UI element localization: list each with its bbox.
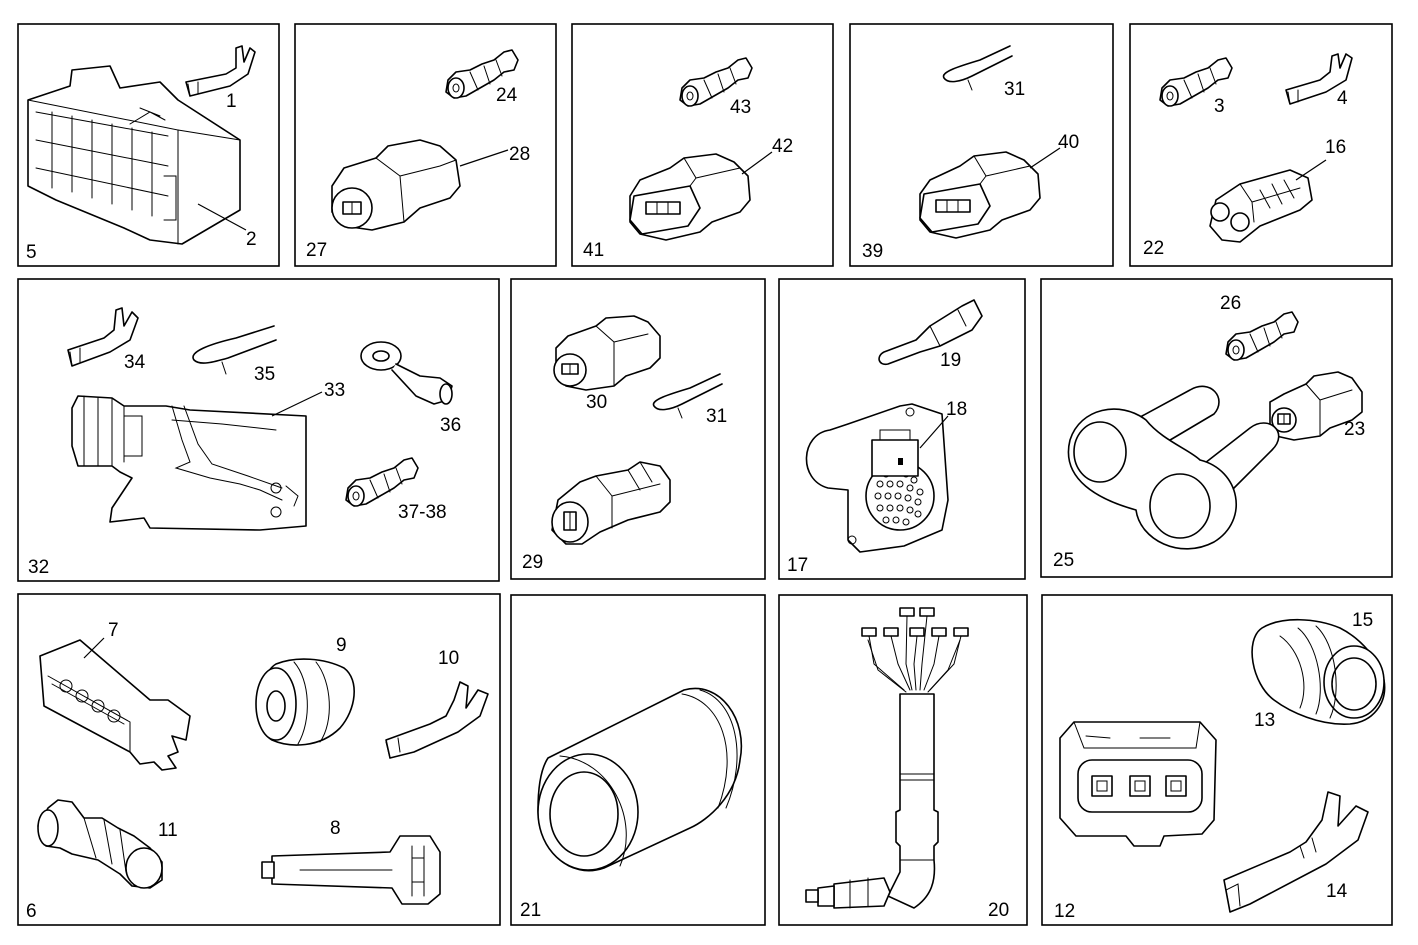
connector-42 (629, 153, 751, 241)
label-15: 15 (1352, 610, 1373, 631)
label-23: 23 (1344, 419, 1365, 440)
label-7: 7 (108, 620, 119, 641)
label-36: 36 (440, 415, 461, 436)
panel-label-27: 27 (306, 240, 327, 261)
panel-29: 30 31 29 (510, 278, 766, 580)
label-37-38: 37-38 (398, 502, 447, 523)
panel-27: 24 28 27 (294, 23, 557, 267)
panel-label-6: 6 (26, 901, 37, 922)
terminal-4 (1285, 53, 1353, 105)
label-9: 9 (336, 635, 347, 656)
housing-33 (71, 395, 307, 531)
label-31b: 31 (706, 406, 727, 427)
seal-15 (1251, 618, 1386, 725)
panel-25: 26 23 25 (1040, 278, 1393, 578)
panel-label-21: 21 (520, 900, 541, 921)
panel-label-29: 29 (522, 552, 543, 573)
panel-label-5: 5 (26, 242, 37, 263)
connector-13 (1059, 721, 1217, 847)
label-10: 10 (438, 648, 459, 669)
panel-39: 31 40 39 (849, 23, 1114, 267)
boot-21 (537, 687, 743, 872)
panel-17: 19 18 17 (778, 278, 1026, 580)
panel-22: 3 4 16 22 (1129, 23, 1393, 267)
boot-25 (1067, 385, 1280, 550)
label-18: 18 (946, 399, 967, 420)
label-13: 13 (1254, 710, 1275, 731)
label-11: 11 (158, 820, 178, 841)
label-34: 34 (124, 352, 146, 373)
label-42: 42 (772, 136, 793, 157)
pin-19 (878, 299, 983, 366)
label-30: 30 (586, 392, 607, 413)
label-24: 24 (496, 85, 518, 106)
panel-label-39: 39 (862, 241, 883, 262)
seal-3 (1159, 57, 1233, 107)
panel-20: 20 (778, 594, 1028, 926)
label-40: 40 (1058, 132, 1079, 153)
connector-28 (331, 139, 461, 231)
label-8: 8 (330, 818, 341, 839)
label-14: 14 (1326, 881, 1348, 902)
panel-32: 34 35 33 36 37-38 32 (17, 278, 500, 582)
label-19: 19 (940, 350, 961, 371)
seal-26 (1225, 311, 1299, 361)
panel-6: 7 9 10 11 8 6 (17, 593, 501, 926)
seal-24 (445, 49, 519, 99)
panel-label-22: 22 (1143, 238, 1164, 259)
ring-terminal-36 (360, 341, 453, 405)
terminal-1 (185, 45, 256, 97)
connector-40 (919, 151, 1041, 239)
socket-pin-holes (874, 468, 924, 526)
terminal-34 (67, 307, 139, 367)
connector-16 (1209, 169, 1313, 243)
housing-7 (39, 639, 191, 771)
panel-21: 21 (510, 594, 766, 926)
terminal-10 (385, 681, 489, 759)
label-1: 1 (226, 91, 237, 112)
socket-18 (805, 403, 949, 553)
label-33: 33 (324, 380, 345, 401)
panel-label-41: 41 (583, 240, 604, 261)
label-28: 28 (509, 144, 530, 165)
panel-label-17: 17 (787, 555, 808, 576)
panel-label-20: 20 (988, 900, 1009, 921)
panel-label-32: 32 (28, 557, 49, 578)
clip-31-top (942, 45, 1013, 91)
label-2: 2 (246, 229, 257, 250)
panel-12: 15 13 14 12 (1041, 594, 1393, 926)
panel-label-25: 25 (1053, 550, 1074, 571)
connector-2 (27, 65, 241, 245)
seal-8 (261, 835, 441, 905)
label-26: 26 (1220, 293, 1241, 314)
label-31: 31 (1004, 79, 1025, 100)
panel-41: 43 42 41 (571, 23, 834, 267)
connector-29 (551, 461, 671, 545)
clip-31-mid (652, 373, 723, 419)
label-35: 35 (254, 364, 275, 385)
seal-43 (679, 57, 753, 107)
label-16: 16 (1325, 137, 1346, 158)
label-3: 3 (1214, 96, 1225, 117)
seal-37-38 (345, 457, 419, 507)
clip-35 (192, 325, 277, 375)
label-43: 43 (730, 97, 751, 118)
label-4: 4 (1337, 88, 1348, 109)
terminal-14 (1223, 791, 1369, 913)
harness-20 (805, 607, 969, 909)
panel-5: 1 2 5 (17, 23, 280, 267)
connector-30 (553, 315, 661, 391)
seal-9 (255, 658, 355, 746)
panel-label-12: 12 (1054, 901, 1075, 922)
seal-11 (37, 799, 163, 889)
